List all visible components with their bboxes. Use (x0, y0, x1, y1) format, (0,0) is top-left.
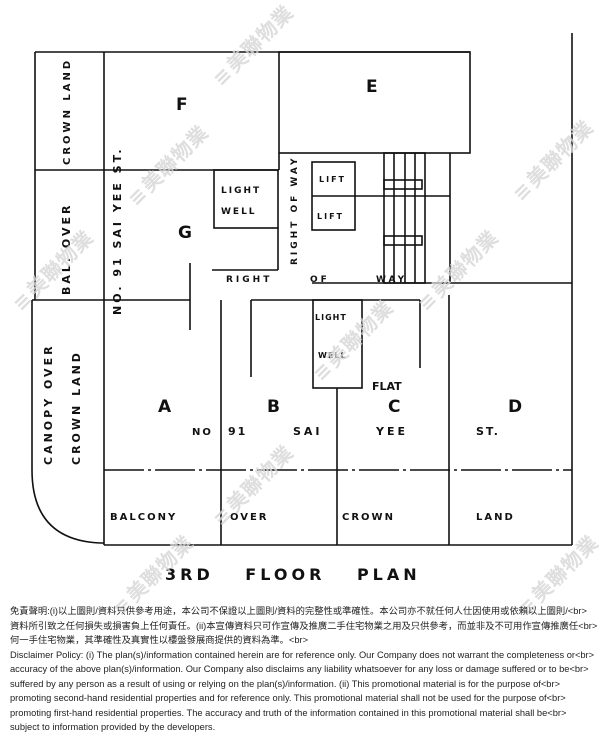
canopy-over-label: CANOPY OVER (42, 343, 55, 465)
light-well-1-line1: LIGHT (221, 186, 261, 196)
street-row-st: ST. (476, 425, 500, 438)
right-of-way-word-3: WAY (376, 275, 407, 285)
lift-2-label: LIFT (317, 212, 344, 221)
disclaimer-zh-line: 免責聲明:(i)以上圖則/資料只供參考用途，本公司不保證以上圖則/資料的完整性或… (10, 606, 587, 616)
street-vertical-label: NO. 91 SAI YEE ST. (111, 146, 124, 315)
right-of-way-vertical: RIGHT OF WAY (290, 155, 300, 265)
crown-land-label-2: CROWN LAND (70, 350, 83, 465)
street-row-91: 91 (228, 425, 247, 438)
disclaimer-en-line: suffered by any person as a result of us… (10, 678, 561, 689)
balcony-word-4: LAND (476, 512, 515, 523)
crown-land-label: CROWN LAND (62, 58, 73, 165)
flat-c-label: C (388, 397, 400, 417)
flat-a-label: A (158, 397, 172, 417)
flat-g-label: G (178, 223, 192, 243)
plan-title: 3RD FLOOR PLAN (165, 565, 421, 584)
street-row-no: NO (192, 427, 213, 438)
lift-1-label: LIFT (319, 175, 346, 184)
bal-over-label: BAL. OVER (60, 203, 73, 295)
balcony-word-1: BALCONY (110, 512, 177, 523)
street-row-yee: YEE (375, 425, 408, 438)
balcony-word-2: OVER (230, 512, 269, 523)
disclaimer-en-line: Disclaimer Policy: (i) The plan(s)/infor… (10, 649, 595, 660)
street-row-sai: SAI (293, 425, 323, 438)
flat-d-label: D (508, 397, 522, 417)
light-well-2-line2: WELL (318, 351, 346, 360)
floor-plan: E F G A B FLAT C D CROWN LAND BAL. OVER … (31, 33, 573, 584)
balcony-word-3: CROWN (342, 512, 395, 523)
light-well-1-line2: WELL (221, 207, 257, 217)
disclaimer-en-line: accuracy of the above plan(s)/informatio… (10, 664, 589, 674)
disclaimer-zh-line: 資料所引致之任何損失或損害負上任何責任。(ii)本宣傳資料只可作宣傳及推廣二手住… (10, 620, 598, 631)
disclaimer-en-line: promoting second-hand residential proper… (10, 693, 566, 703)
plan-walls (31, 33, 573, 546)
light-well-2-line1: LIGHT (315, 313, 347, 322)
disclaimer-en-line: subject to information provided by the d… (10, 722, 216, 732)
disclaimer: 免責聲明:(i)以上圖則/資料只供參考用途，本公司不保證以上圖則/資料的完整性或… (10, 604, 600, 735)
flat-b-label: B (267, 397, 280, 417)
flat-f-label: F (176, 95, 188, 115)
flat-e-label: E (366, 77, 378, 97)
right-of-way-word-1: RIGHT (226, 275, 272, 285)
disclaimer-zh-line: 何一手住宅物業，其準確性及真實性以樓盤發展商提供的資料為準。<br> (10, 635, 309, 645)
disclaimer-en-line: promoting first-hand residential propert… (10, 707, 567, 718)
flat-word-label: FLAT (372, 380, 402, 393)
right-of-way-word-2: OF (310, 275, 330, 285)
